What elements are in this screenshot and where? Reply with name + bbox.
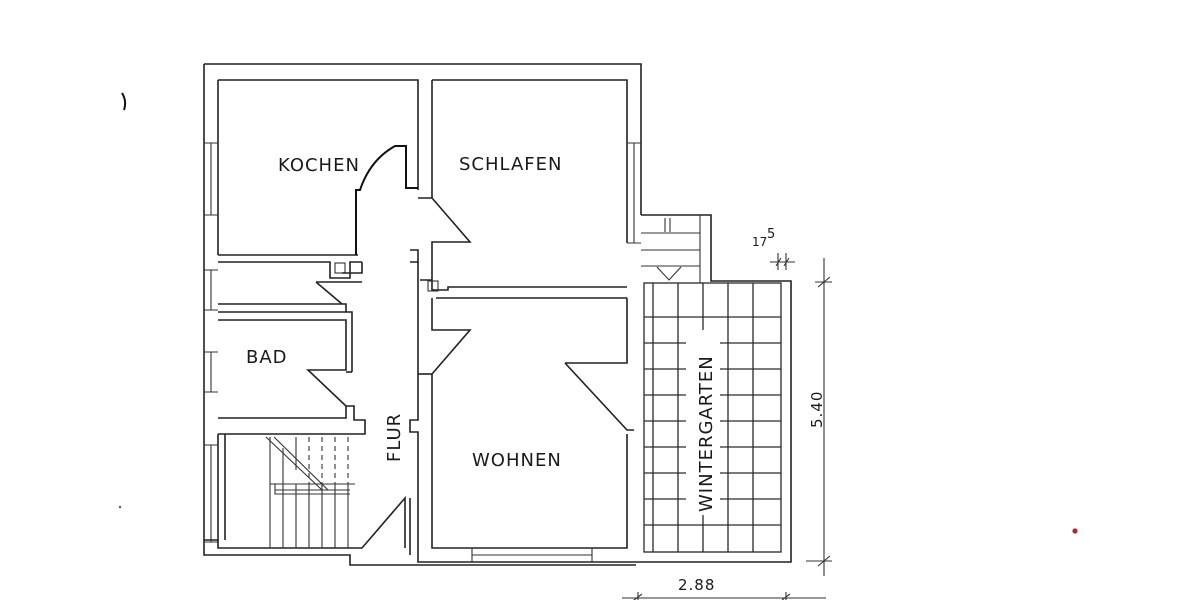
label-wintergarten: WINTERGARTEN	[696, 355, 717, 512]
room-schlafen: SCHLAFEN	[418, 80, 627, 299]
dimension-width: 2.88	[678, 576, 715, 594]
room-kochen: KOCHEN	[218, 145, 418, 279]
room-wohnen: WOHNEN	[417, 298, 641, 563]
room-flur: FLUR	[384, 249, 419, 555]
dimension-annotations: 5.40 2.88 17 5	[622, 227, 832, 600]
marker-dot	[1072, 528, 1078, 534]
room-wc	[218, 262, 363, 372]
label-schlafen: SCHLAFEN	[459, 154, 562, 175]
label-bad: BAD	[246, 347, 288, 368]
stray-mark	[121, 92, 127, 111]
staircase	[204, 434, 406, 549]
dimension-height: 5.40	[808, 391, 826, 428]
outer-walls	[203, 63, 642, 566]
annotation-base: 17	[752, 235, 767, 249]
room-bad: BAD	[218, 319, 366, 435]
label-wohnen: WOHNEN	[472, 450, 562, 471]
stray-dot	[118, 505, 122, 509]
label-kochen: KOCHEN	[278, 155, 360, 176]
room-wintergarten: WINTERGARTEN	[641, 214, 792, 563]
annotation-sup: 5	[767, 227, 775, 242]
label-flur: FLUR	[384, 413, 405, 462]
